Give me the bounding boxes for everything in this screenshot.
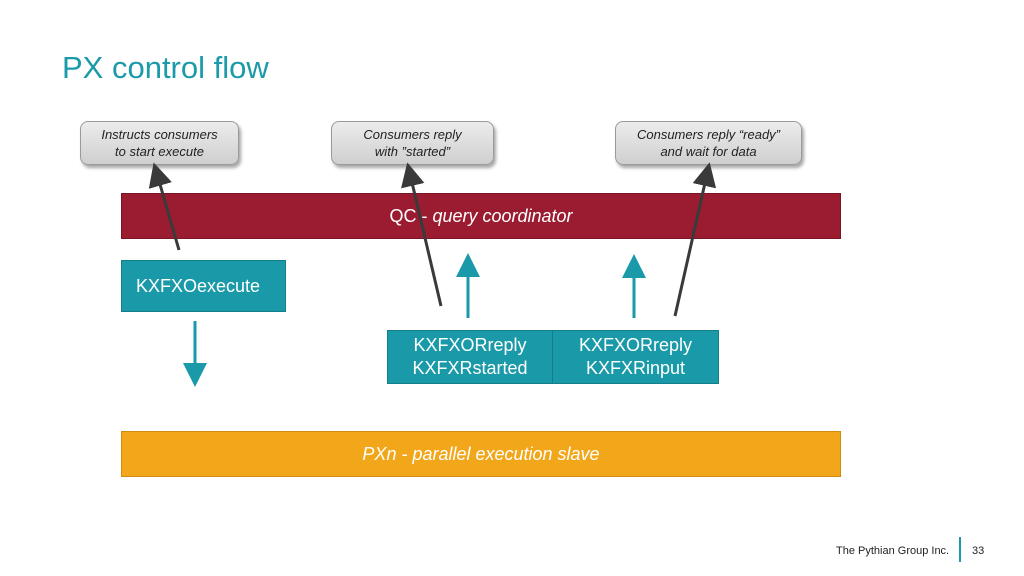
qc-prefix: QC - <box>389 205 433 226</box>
callout-line: Consumers reply <box>363 127 462 142</box>
callout-line: and wait for data <box>660 144 757 159</box>
qc-label: query coordinator <box>432 205 573 226</box>
parallel-execution-slave-bar: PXn - parallel execution slave <box>121 431 841 477</box>
page-number: 33 <box>972 545 985 557</box>
arrow-to-callout-start <box>148 162 181 251</box>
callout-started: Consumers reply with ”started” <box>331 121 494 165</box>
callout-line: with ”started” <box>374 144 451 159</box>
kxfxoexecute-label: KXFXOexecute <box>136 275 261 296</box>
px-prefix: PX <box>362 443 387 464</box>
px-suffix: - parallel execution slave <box>396 443 600 464</box>
footer-company: The Pythian Group Inc. <box>836 545 950 557</box>
kx-line: KXFXRstarted <box>412 358 528 378</box>
callout-line: to start execute <box>115 144 204 159</box>
kxfxrinput-box: KXFXORreply KXFXRinput <box>552 330 719 384</box>
kxfxoexecute-box: KXFXOexecute <box>121 260 286 312</box>
kx-line: KXFXORreply <box>413 335 527 355</box>
callout-line: Instructs consumers <box>101 127 218 142</box>
arrow-to-callout-ready <box>673 162 717 317</box>
callout-ready: Consumers reply “ready” and wait for dat… <box>615 121 802 165</box>
px-label: PXn - parallel execution slave <box>362 444 599 465</box>
kx-line: KXFXRinput <box>585 358 686 378</box>
callout-start-execute: Instructs consumers to start execute <box>80 121 239 165</box>
kx-line: KXFXORreply <box>578 335 693 355</box>
px-n: n <box>386 443 397 464</box>
slide-title: PX control flow <box>62 50 269 85</box>
footer-separator <box>959 537 961 562</box>
kxfxrstarted-box: KXFXORreply KXFXRstarted <box>387 330 553 384</box>
callout-line: Consumers reply “ready” <box>636 127 781 142</box>
query-coordinator-bar: QC - query coordinator <box>121 193 841 239</box>
arrow-to-callout-started <box>401 162 443 307</box>
